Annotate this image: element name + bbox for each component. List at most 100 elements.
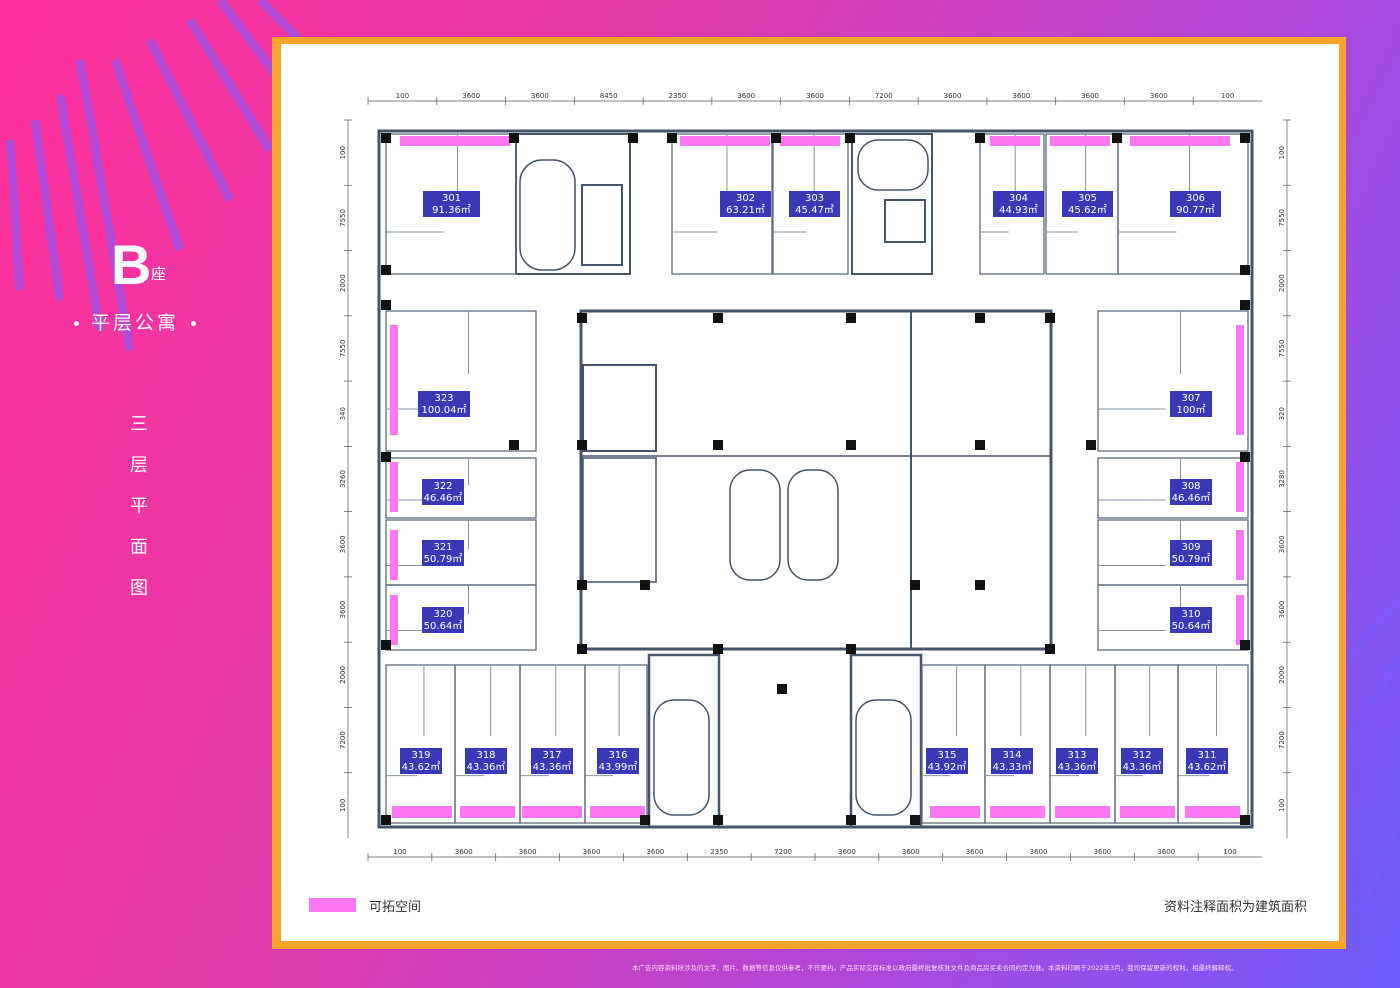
unit-number: 303 (805, 193, 824, 204)
structural-column (975, 440, 985, 450)
dimension-label: 3600 (339, 535, 347, 553)
expandable-zone (930, 806, 980, 818)
dimension-label: 3600 (455, 848, 473, 856)
structural-column (381, 300, 391, 310)
dimension-label: 3600 (1278, 535, 1286, 553)
unit-number: 304 (1009, 193, 1028, 204)
unit-area: 50.79㎡ (424, 553, 463, 565)
expandable-zone (990, 136, 1040, 146)
structural-column (577, 580, 587, 590)
expandable-zone (680, 136, 770, 146)
unit-area: 46.46㎡ (424, 492, 463, 504)
elevator (581, 184, 623, 266)
structural-column (381, 452, 391, 462)
subtitle-text: 平层公寓 (90, 312, 179, 334)
unit-area: 46.46㎡ (1172, 492, 1211, 504)
dimension-label: 3600 (1157, 848, 1175, 856)
expandable-zone (460, 806, 515, 818)
unit-number: 314 (1002, 750, 1021, 761)
expandable-zone (990, 806, 1045, 818)
unit-area: 43.36㎡ (467, 761, 506, 773)
area-note: 资料注释面积为建筑面积 (1163, 900, 1307, 915)
unit-area: 45.47㎡ (795, 204, 834, 216)
unit-label-box (422, 540, 464, 566)
structural-column (975, 580, 985, 590)
unit-number: 321 (433, 542, 452, 553)
unit-area: 91.36㎡ (432, 204, 471, 216)
structural-column (713, 815, 723, 825)
unit-number: 313 (1067, 750, 1086, 761)
expandable-zone (390, 462, 398, 512)
unit-label-box (1186, 748, 1228, 774)
dimension-label: 3600 (583, 848, 601, 856)
unit-number: 322 (433, 481, 452, 492)
structural-column (846, 440, 856, 450)
dimension-label: 7200 (339, 731, 347, 749)
structural-column (713, 313, 723, 323)
expandable-zone (780, 136, 840, 146)
dimension-label: 100 (1223, 848, 1236, 856)
structural-column (640, 815, 650, 825)
dimension-label: 3600 (737, 92, 755, 100)
structural-column (846, 313, 856, 323)
title-block: B 座 平层公寓 三 层 平 面 图 (0, 0, 270, 988)
building-outline (377, 129, 1254, 829)
structural-column (910, 580, 920, 590)
legend-swatch (309, 898, 356, 912)
dimension-label: 100 (339, 799, 347, 812)
unit-area: 43.62㎡ (402, 761, 441, 773)
unit-area: 43.92㎡ (928, 761, 967, 773)
unit-room (772, 133, 849, 275)
stair (787, 469, 839, 581)
unit-room (454, 664, 521, 824)
structural-column (628, 133, 638, 143)
structural-column (381, 265, 391, 275)
unit-room (1114, 664, 1179, 824)
stair (729, 469, 781, 581)
dimension-label: 8450 (600, 92, 618, 100)
unit-label-box (1170, 607, 1212, 633)
unit-number: 323 (434, 393, 453, 404)
stair (857, 139, 929, 191)
unit-room (385, 664, 456, 824)
structural-column (975, 133, 985, 143)
structural-column (577, 440, 587, 450)
dimension-label: 2350 (669, 92, 687, 100)
unit-number: 305 (1078, 193, 1097, 204)
unit-label-box (1170, 479, 1212, 505)
dimension-label: 3600 (462, 92, 480, 100)
structural-column (713, 440, 723, 450)
structural-column (845, 133, 855, 143)
expandable-zone (590, 806, 645, 818)
unit-area: 100.04㎡ (422, 404, 467, 416)
unit-label-box (597, 748, 639, 774)
unit-number: 315 (937, 750, 956, 761)
structural-column (577, 313, 587, 323)
expandable-zone (1185, 806, 1240, 818)
dimension-label: 2000 (339, 666, 347, 684)
structural-column (713, 644, 723, 654)
unit-room (1117, 133, 1249, 275)
unit-number: 320 (433, 609, 452, 620)
unit-area: 90.77㎡ (1176, 204, 1215, 216)
unit-label-box (1056, 748, 1098, 774)
dimension-label: 100 (396, 92, 409, 100)
expandable-zone (1236, 595, 1244, 645)
stair (653, 699, 710, 816)
structural-column (1045, 313, 1055, 323)
unit-number: 319 (411, 750, 430, 761)
dimension-label: 3260 (339, 470, 347, 488)
unit-label-box (991, 748, 1033, 774)
unit-area: 43.36㎡ (1058, 761, 1097, 773)
unit-label-box (1062, 191, 1113, 217)
unit-area: 50.64㎡ (424, 620, 463, 632)
building-suffix: 座 (151, 265, 167, 283)
